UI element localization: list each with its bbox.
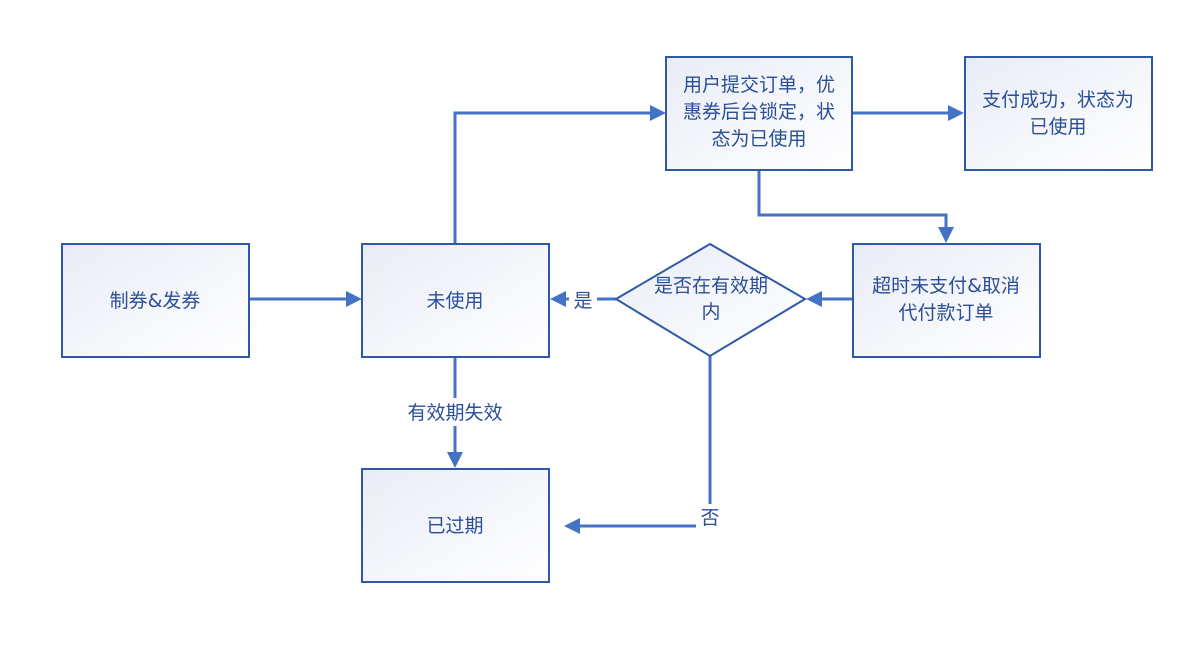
node-submit-label-line3: 态为已使用: [711, 128, 806, 150]
edge-check-no-to-expired: [564, 355, 712, 534]
edge-submit-to-cancel: [757, 170, 954, 243]
node-paid-label-line2: 已使用: [1029, 116, 1086, 138]
edge-label-expire: 有效期失效: [398, 398, 512, 426]
node-expired-label: 已过期: [426, 515, 483, 537]
node-submit-label-line1: 用户提交订单，优: [683, 74, 835, 96]
node-paid[interactable]: 支付成功，状态为 已使用: [964, 56, 1153, 171]
node-submit[interactable]: 用户提交订单，优 惠券后台锁定，状 态为已使用: [665, 56, 853, 171]
edge-unused-to-submit: [453, 105, 666, 243]
node-issue-label: 制券&发券: [110, 290, 201, 312]
edge-submit-to-paid: [852, 105, 964, 121]
edge-label-yes-text: 是: [573, 290, 592, 312]
node-cancel[interactable]: 超时未支付&取消 代付款订单: [852, 243, 1041, 358]
edge-issue-to-unused: [249, 291, 362, 307]
node-cancel-label-line1: 超时未支付&取消: [872, 275, 1020, 297]
edge-label-no: 否: [696, 504, 724, 530]
node-unused-label: 未使用: [426, 290, 483, 312]
node-unused[interactable]: 未使用: [361, 243, 550, 358]
node-paid-label-line1: 支付成功，状态为: [982, 89, 1134, 111]
node-expired[interactable]: 已过期: [361, 468, 550, 583]
edge-cancel-to-check: [806, 291, 852, 307]
edge-label-no-text: 否: [700, 507, 719, 529]
node-validity-check[interactable]: 是否在有效期 内: [614, 242, 807, 358]
edge-label-expire-text: 有效期失效: [407, 402, 502, 424]
node-cancel-label-line2: 代付款订单: [898, 302, 993, 324]
node-issue[interactable]: 制券&发券: [61, 243, 250, 358]
node-submit-label-line2: 惠券后台锁定，状: [683, 101, 835, 123]
edge-label-yes: 是: [569, 287, 597, 313]
node-validity-check-label-line1: 是否在有效期: [654, 275, 768, 297]
node-validity-check-label-line2: 内: [701, 301, 720, 323]
